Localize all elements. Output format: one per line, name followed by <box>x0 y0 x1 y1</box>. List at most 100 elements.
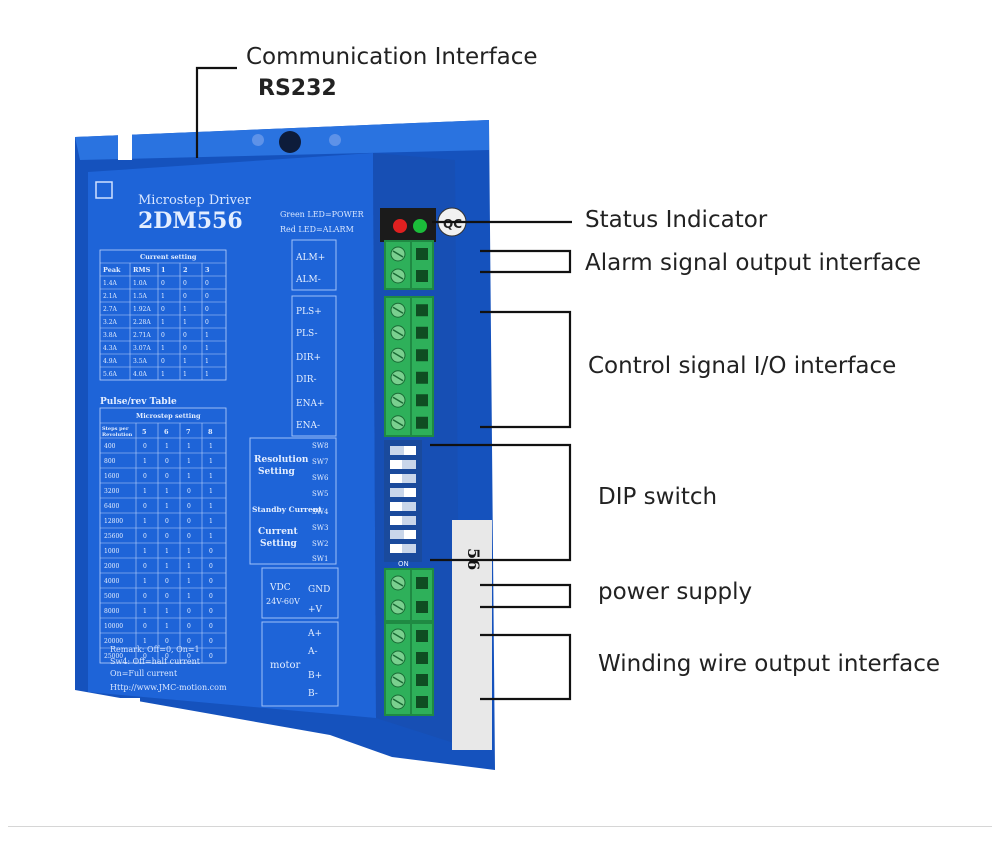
mount-notch-bottom <box>118 698 140 712</box>
micro-table-cell: 2000 <box>104 563 119 570</box>
label-gnd: GND <box>308 585 330 595</box>
micro-table-cell: 0 <box>187 608 191 615</box>
current-col-header: 1 <box>161 266 166 274</box>
dip-switch-body <box>384 440 422 562</box>
current-table-cell: 1.92A <box>133 306 151 313</box>
label-pls-minus: PLS- <box>296 329 318 339</box>
micro-table-cell: 0 <box>165 578 169 585</box>
control-terminal-wire-hole <box>416 416 428 429</box>
micro-table-cell: 1 <box>165 503 169 510</box>
current-table-cell: 3.2A <box>103 319 118 326</box>
micro-table-cell: 0 <box>187 503 191 510</box>
label-ena-minus: ENA- <box>296 421 320 431</box>
current-table-cell: 1 <box>205 371 209 378</box>
micro-table-cell: 25000 <box>104 653 123 660</box>
driver-model: 2DM556 <box>138 208 243 234</box>
micro-table-cell: 1 <box>209 518 213 525</box>
micro-table-cell: 1 <box>209 488 213 495</box>
callout-bracket-dip <box>430 443 572 562</box>
control-terminal-block <box>384 296 434 437</box>
callout-alarm-output: Alarm signal output interface <box>585 250 922 276</box>
current-table-cell: 0 <box>205 319 209 326</box>
dip-lever <box>404 530 416 539</box>
current-col-header: 2 <box>183 266 188 274</box>
screw-slot <box>392 632 404 640</box>
micro-table-cell: 0 <box>209 563 213 570</box>
led-legend-green: Green LED=POWER <box>280 210 365 219</box>
current-table-cell: 2.28A <box>133 319 151 326</box>
current-table-cell: 0 <box>205 293 209 300</box>
micro-table-cell: 0 <box>143 503 147 510</box>
micro-table-cell: 1 <box>209 473 213 480</box>
micro-col-header: 6 <box>164 428 169 436</box>
screw-slot <box>392 374 404 382</box>
screw-slot <box>392 250 404 258</box>
remark-line-2: Sw4: Off=half current <box>110 657 201 666</box>
micro-table-cell: 0 <box>209 548 213 555</box>
current-table-cell: 2.1A <box>103 293 118 300</box>
current-table-cell: 1 <box>183 371 187 378</box>
callout-bracket-power <box>480 583 572 609</box>
label-standby: Standby Current <box>252 505 322 514</box>
label-sw7: SW7 <box>312 458 328 466</box>
micro-table-cell: 1 <box>187 578 191 585</box>
winding-terminal-block <box>384 622 434 716</box>
current-table-cell: 1 <box>205 358 209 365</box>
dip-switch-levers <box>390 446 416 553</box>
micro-table-cell: 1 <box>143 548 147 555</box>
current-table-cell: 1 <box>205 332 209 339</box>
micro-table-cell: 5000 <box>104 593 119 600</box>
micro-table-cell: 800 <box>104 458 116 465</box>
screw-slot <box>392 306 404 314</box>
micro-table-cell: 1 <box>187 593 191 600</box>
dip-lever <box>390 460 402 469</box>
micro-table-cell: 0 <box>187 653 191 660</box>
screw-slot <box>392 579 404 587</box>
screw-slot <box>392 603 404 611</box>
micro-table-cell: 4000 <box>104 578 119 585</box>
label-sw8: SW8 <box>312 442 328 450</box>
control-terminal-wire-hole <box>416 349 428 362</box>
micro-table-cell: 1 <box>187 548 191 555</box>
dip-lever <box>390 544 402 553</box>
current-table-header: Current setting <box>140 253 197 261</box>
callout-rs232: RS232 <box>258 76 337 101</box>
current-table-cell: 1 <box>183 319 187 326</box>
micro-table-cell: 1 <box>209 443 213 450</box>
micro-table-cell: 1 <box>165 488 169 495</box>
dip-slot <box>390 460 416 469</box>
callout-control-signal: Control signal I/O interface <box>588 353 897 379</box>
micro-col-header: 8 <box>208 428 213 436</box>
current-table-cell: 1 <box>161 293 165 300</box>
callout-line-communication <box>195 66 237 158</box>
power-terminal-wire-hole <box>416 601 428 613</box>
winding-terminal-wire-hole <box>416 652 428 664</box>
power-terminal-wire-hole <box>416 577 428 589</box>
label-sw6: SW6 <box>312 474 329 482</box>
dip-lever <box>390 502 402 511</box>
website-url: Http://www.JMC-motion.com <box>110 683 227 692</box>
label-current-setting: Setting <box>260 539 298 549</box>
micro-table-cell: 1 <box>143 518 147 525</box>
current-col-header: Peak <box>103 266 121 274</box>
label-dir-minus: DIR- <box>296 375 317 385</box>
alarm-terminal-wire-hole <box>416 248 428 260</box>
micro-table-cell: 1600 <box>104 473 119 480</box>
winding-terminal-wire-hole <box>416 674 428 686</box>
micro-table-cell: 1 <box>187 563 191 570</box>
current-table-cell: 3.5A <box>133 358 148 365</box>
micro-table-cell: 8000 <box>104 608 119 615</box>
dip-lever <box>404 446 416 455</box>
current-table-cell: 4.0A <box>133 371 148 378</box>
current-table-cell: 1 <box>161 371 165 378</box>
dip-slot <box>390 544 416 553</box>
screw-slot <box>392 698 404 706</box>
micro-table-cell: 0 <box>143 593 147 600</box>
callout-winding-output: Winding wire output interface <box>598 651 941 677</box>
label-vplus: +V <box>308 605 323 615</box>
label-vrange: 24V-60V <box>266 597 300 606</box>
